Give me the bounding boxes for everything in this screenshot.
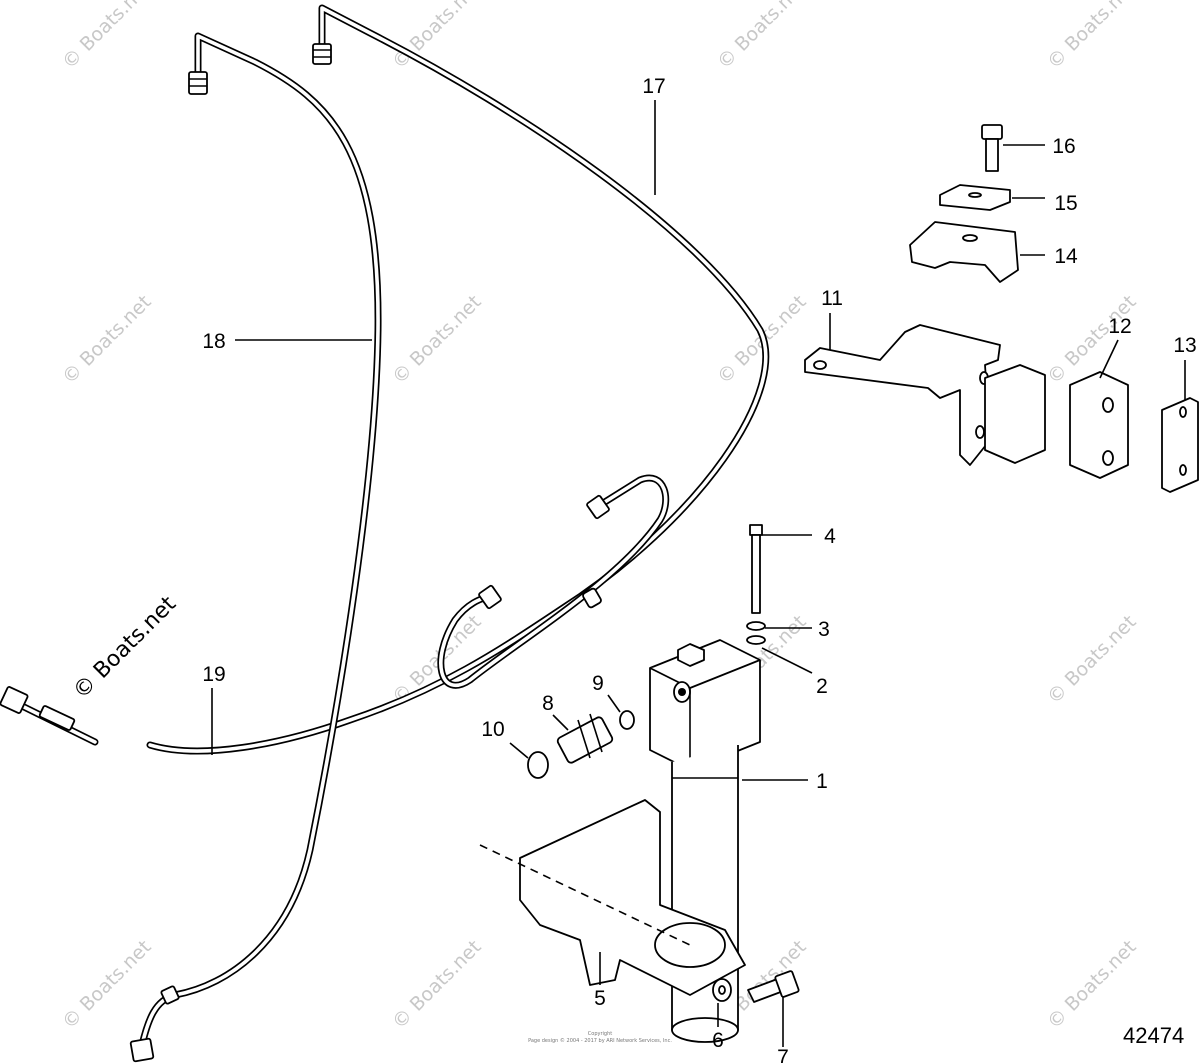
watermark: © Boats.net	[1043, 0, 1141, 74]
callout-15: 15	[1054, 192, 1077, 215]
watermark: © Boats.net	[388, 291, 486, 389]
watermark: © Boats.net	[388, 611, 486, 709]
hose-18	[129, 32, 382, 1063]
callout-1: 1	[816, 770, 828, 793]
callout-4: 4	[824, 525, 836, 548]
callout-11: 11	[821, 287, 843, 310]
bracket-11	[804, 324, 1001, 466]
callout-17: 17	[642, 75, 665, 98]
bolt-16	[981, 124, 1003, 172]
watermark: © Boats.net	[388, 936, 486, 1034]
watermark: © Boats.net	[1043, 611, 1141, 709]
callout-16: 16	[1052, 135, 1075, 158]
copyright-line-1: Copyright	[588, 1031, 612, 1037]
watermark: © Boats.net	[1043, 291, 1141, 389]
callout-14: 14	[1054, 245, 1078, 268]
bracket-5	[479, 799, 746, 996]
clamp-14	[909, 221, 1019, 283]
hose-loop	[437, 474, 670, 689]
callout-2: 2	[816, 675, 828, 698]
watermark: © Boats.net	[1043, 936, 1141, 1034]
callouts: 1 2 3 4 5 6 7 8 9 10 11 12 13 14 15 16 1…	[202, 75, 1196, 1063]
copyright-line-2: Page design © 2004 - 2017 by ARI Network…	[528, 1037, 672, 1044]
callout-5: 5	[594, 987, 606, 1010]
fitting-8	[527, 710, 635, 779]
watermark-dark: © Boats.net	[69, 591, 182, 704]
callout-3: 3	[818, 618, 830, 641]
callout-12: 12	[1108, 315, 1131, 338]
callout-7: 7	[777, 1046, 789, 1063]
plate-13	[1161, 397, 1199, 493]
washer-6	[712, 978, 732, 1002]
watermark: © Boats.net	[388, 0, 486, 74]
callout-8: 8	[542, 692, 554, 715]
callout-9: 9	[592, 672, 604, 695]
watermark: © Boats.net	[58, 291, 156, 389]
watermark: © Boats.net	[58, 936, 156, 1034]
callout-13: 13	[1173, 334, 1196, 357]
callout-18: 18	[202, 330, 225, 353]
bolt-7	[747, 970, 800, 1003]
callout-6: 6	[712, 1029, 724, 1052]
leader-lines	[211, 100, 1186, 1047]
watermark: © Boats.net	[713, 0, 811, 74]
clamp-12	[984, 364, 1129, 479]
callout-10: 10	[481, 718, 504, 741]
figure-number: 42474	[1123, 1023, 1184, 1048]
hose-19-fitting	[0, 686, 99, 746]
bolt-4	[746, 524, 766, 645]
watermark: © Boats.net	[58, 0, 156, 74]
hose-17	[146, 4, 770, 755]
callout-19: 19	[202, 663, 225, 686]
plate-15	[939, 184, 1011, 211]
